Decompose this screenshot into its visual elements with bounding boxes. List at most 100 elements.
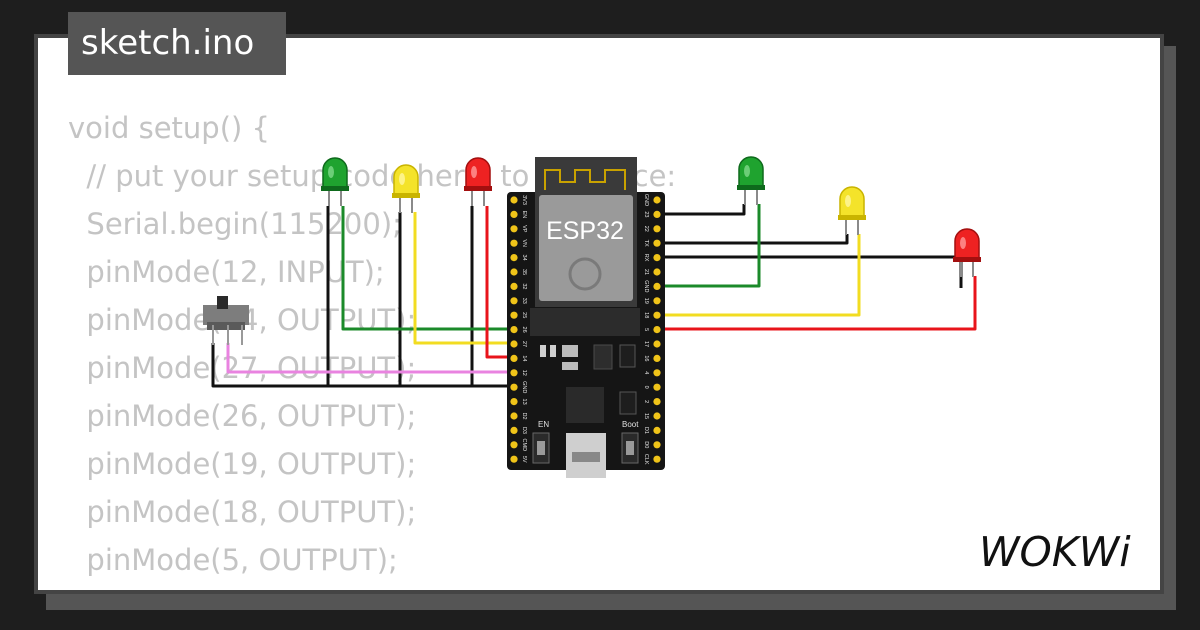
led-green-right[interactable] <box>737 156 765 205</box>
pin-label: GND <box>643 280 649 292</box>
pin-pad[interactable] <box>510 311 518 319</box>
led-yellow-right[interactable] <box>838 186 866 235</box>
pin-pad[interactable] <box>510 297 518 305</box>
pin-label: 2 <box>643 400 649 403</box>
pin-label: D3 <box>521 427 527 434</box>
pin-label: 5V <box>521 456 527 463</box>
en-label: EN <box>538 420 549 429</box>
slide-switch[interactable] <box>203 296 249 345</box>
pin-label: 25 <box>521 312 527 318</box>
pin-pad[interactable] <box>510 426 518 434</box>
pin-pad[interactable] <box>510 210 518 218</box>
pin-pad[interactable] <box>653 239 661 247</box>
pin-label: CLK <box>643 454 649 465</box>
wire-green <box>657 204 761 288</box>
led-yellow-left[interactable] <box>392 164 420 213</box>
pin-label: 14 <box>521 355 527 361</box>
code-line: pinMode(27, OUTPUT); <box>68 351 417 385</box>
pin-pad[interactable] <box>653 412 661 420</box>
pin-pad[interactable] <box>510 282 518 290</box>
pin-label: RX <box>643 254 649 262</box>
left-pin-header: 3V3ENVPVN343532332526271412GND13D2D3CMD5… <box>510 195 527 463</box>
pin-label: 21 <box>643 269 649 275</box>
pin-label: 12 <box>521 370 527 376</box>
wire-black <box>326 206 512 388</box>
pin-pad[interactable] <box>510 340 518 348</box>
pin-pad[interactable] <box>510 369 518 377</box>
pin-pad[interactable] <box>510 455 518 463</box>
pin-label: D1 <box>643 427 649 434</box>
pin-pad[interactable] <box>510 254 518 262</box>
pin-pad[interactable] <box>510 412 518 420</box>
pin-pad[interactable] <box>510 441 518 449</box>
code-line: pinMode(19, OUTPUT); <box>68 447 417 481</box>
pin-label: 0 <box>643 386 649 389</box>
led-green-left[interactable] <box>321 157 349 206</box>
pin-pad[interactable] <box>510 268 518 276</box>
pin-label: 3V3 <box>521 195 527 205</box>
pin-label: 32 <box>521 283 527 289</box>
pin-pad[interactable] <box>510 326 518 334</box>
pin-pad[interactable] <box>653 282 661 290</box>
pin-pad[interactable] <box>653 340 661 348</box>
board-label: ESP32 <box>546 217 624 245</box>
code-line: Serial.begin(115200); <box>68 207 402 241</box>
pin-label: GND <box>643 194 649 206</box>
esp32-board[interactable]: ESP32 EN Boot 3V3ENVPVN34353233252627141… <box>507 157 665 478</box>
pin-label: GND <box>521 381 527 393</box>
pin-pad[interactable] <box>510 225 518 233</box>
pin-pad[interactable] <box>653 455 661 463</box>
espressif-logo-icon <box>568 257 602 291</box>
pin-pad[interactable] <box>510 354 518 362</box>
pin-label: TX <box>643 240 649 247</box>
led-red-right[interactable] <box>953 228 981 277</box>
code-line: pinMode(26, OUTPUT); <box>68 399 417 433</box>
code-line: pinMode(5, OUTPUT); <box>68 543 398 577</box>
wire-black <box>657 204 746 216</box>
wire-red <box>485 206 512 359</box>
pin-label: 17 <box>643 341 649 347</box>
wire-black <box>657 255 963 288</box>
pin-label: VP <box>521 225 527 233</box>
pin-label: 13 <box>521 399 527 405</box>
pin-label: 35 <box>521 269 527 275</box>
code-line: pinMode(12, INPUT); <box>68 255 385 289</box>
pin-pad[interactable] <box>653 254 661 262</box>
pin-pad[interactable] <box>653 326 661 334</box>
led-red-left[interactable] <box>464 157 492 206</box>
pin-pad[interactable] <box>653 383 661 391</box>
pin-pad[interactable] <box>653 297 661 305</box>
wire-black <box>657 234 849 245</box>
pin-label: 33 <box>521 298 527 304</box>
pin-pad[interactable] <box>510 196 518 204</box>
pin-pad[interactable] <box>653 268 661 276</box>
pin-pad[interactable] <box>510 239 518 247</box>
pin-pad[interactable] <box>653 225 661 233</box>
code-line: pinMode(18, OUTPUT); <box>68 495 417 529</box>
boot-label: Boot <box>622 420 639 429</box>
wire-black <box>211 343 328 388</box>
wire-yellow <box>657 234 861 317</box>
pin-pad[interactable] <box>653 398 661 406</box>
pin-pad[interactable] <box>653 311 661 319</box>
pin-pad[interactable] <box>653 354 661 362</box>
pin-label: EN <box>521 211 527 219</box>
pin-pad[interactable] <box>653 426 661 434</box>
pin-label: 26 <box>521 327 527 333</box>
wokwi-logo-text: WOKWi <box>979 528 1131 576</box>
pin-pad[interactable] <box>653 210 661 218</box>
pin-label: D2 <box>521 412 527 419</box>
pin-label: 18 <box>643 312 649 318</box>
pin-pad[interactable] <box>510 398 518 406</box>
wire-red <box>657 276 977 331</box>
wire-pink <box>226 343 512 374</box>
pin-label: 19 <box>643 298 649 304</box>
pin-label: CMD <box>521 439 527 452</box>
pin-pad[interactable] <box>653 196 661 204</box>
pin-pad[interactable] <box>653 369 661 377</box>
pin-label: 5 <box>643 328 649 331</box>
pin-pad[interactable] <box>653 441 661 449</box>
sketch-title-tab[interactable]: sketch.ino <box>68 12 286 75</box>
pin-pad[interactable] <box>510 383 518 391</box>
